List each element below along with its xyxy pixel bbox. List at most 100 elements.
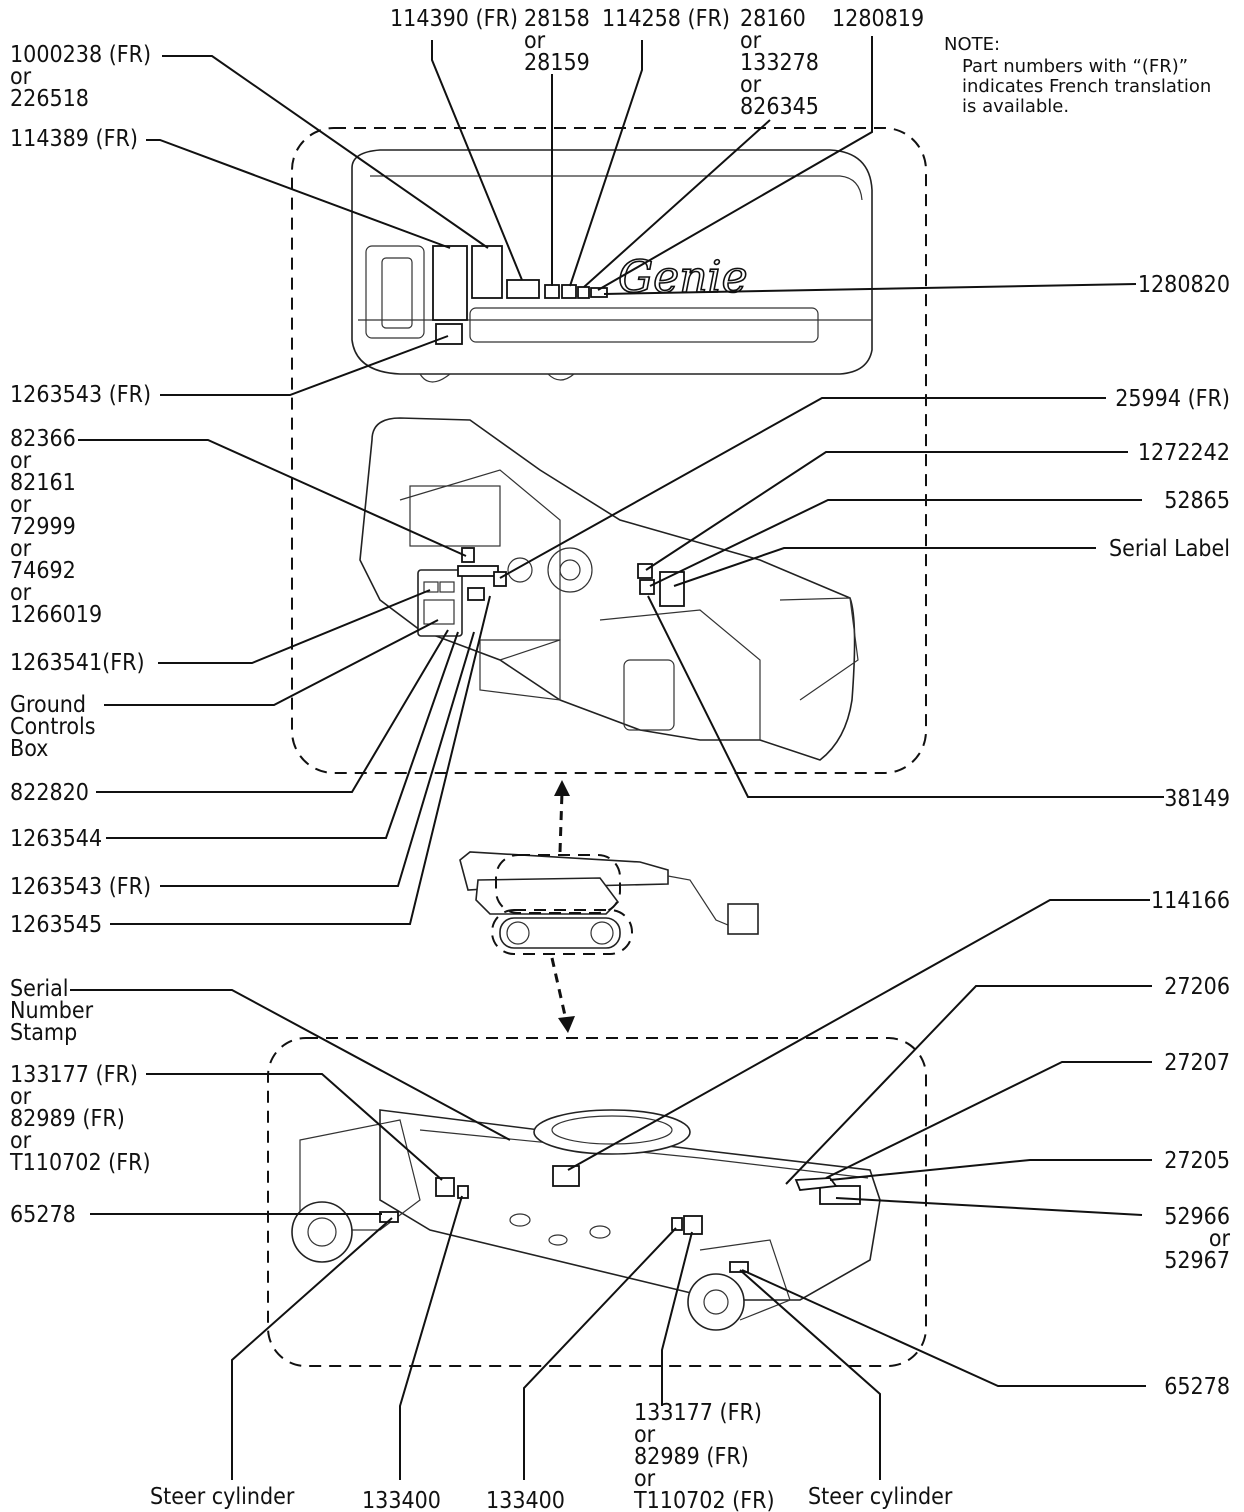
- label-ground-controls-box-line-2: Controls: [10, 714, 96, 740]
- label-1000238-line-2: or: [10, 64, 32, 90]
- note-line-1: Part numbers with “(FR)”: [962, 56, 1188, 77]
- label-133400-left: 133400: [362, 1488, 441, 1512]
- label-steer-cylinder-right: Steer cylinder: [808, 1484, 953, 1510]
- decal-114389-box: [471, 245, 503, 299]
- turntable-chassis-drawing: [359, 417, 859, 761]
- label-133177-left-line-1: 133177 (FR): [10, 1062, 138, 1088]
- label-82366-line-4: or: [10, 492, 32, 518]
- decal-1280819-box: [590, 287, 608, 298]
- decal-1272242-box: [637, 563, 653, 579]
- label-82366-line-6: or: [10, 536, 32, 562]
- label-133177-left-line-5: T110702 (FR): [9, 1150, 151, 1176]
- label-28160-line-2: or: [740, 28, 762, 54]
- label-133177-bottom-line-4: or: [634, 1466, 656, 1492]
- part-labels: 114390 (FR) 28158 or 28159 114258 (FR) 281…: [9, 6, 1230, 1512]
- label-27207-line-1: 27207: [1164, 1050, 1230, 1076]
- note-block: NOTE: Part numbers with “(FR)” indicates…: [944, 34, 1211, 117]
- label-133400-right: 133400: [486, 1488, 565, 1512]
- note-line-3: is available.: [962, 96, 1069, 117]
- label-27205: 27205: [1164, 1148, 1230, 1174]
- label-114389: 114389 (FR): [10, 126, 138, 152]
- label-serial-label: Serial Label: [1109, 536, 1230, 562]
- label-52865: 52865: [1164, 488, 1230, 514]
- label-114258-line-1: 114258 (FR): [602, 6, 730, 32]
- label-1263543-lower: 1263543 (FR): [10, 874, 151, 900]
- decal-133177-right-box: [683, 1215, 703, 1235]
- decal-52966-box: [819, 1185, 861, 1205]
- label-27207: 27207: [1164, 1050, 1230, 1076]
- turntable-cover-drawing: Genie: [351, 149, 873, 383]
- label-1263543-lower-line-1: 1263543 (FR): [10, 874, 151, 900]
- label-steer-cylinder-right-line-1: Steer cylinder: [808, 1484, 953, 1510]
- label-114166-line-1: 114166: [1151, 888, 1230, 914]
- decal-114390-box: [506, 279, 540, 299]
- label-1280819: 1280819: [832, 6, 924, 32]
- label-65278-left-line-1: 65278: [10, 1202, 76, 1228]
- label-serial-number-stamp-line-3: Stamp: [10, 1020, 77, 1046]
- label-65278-right-line-1: 65278: [1164, 1374, 1230, 1400]
- label-133177-bottom-line-2: or: [634, 1422, 656, 1448]
- decal-25994-box: [493, 571, 507, 587]
- label-114258: 114258 (FR): [602, 6, 730, 32]
- label-82366-line-5: 72999: [10, 514, 76, 540]
- label-1263543-upper-line-1: 1263543 (FR): [10, 382, 151, 408]
- decal-133400-left-box: [457, 1185, 469, 1199]
- label-serial-number-stamp-line-2: Number: [10, 998, 94, 1024]
- decal-133400-right-box: [671, 1217, 683, 1231]
- label-114166: 114166: [1151, 888, 1230, 914]
- label-28158-line-3: 28159: [524, 50, 590, 76]
- label-38149: 38149: [1164, 786, 1230, 812]
- genie-logo: Genie: [618, 252, 748, 303]
- label-1263543-upper: 1263543 (FR): [10, 382, 151, 408]
- note-line-2: indicates French translation: [962, 76, 1211, 97]
- label-822820: 822820: [10, 780, 89, 806]
- label-133177-left-line-3: 82989 (FR): [10, 1106, 125, 1132]
- label-1272242-line-1: 1272242: [1138, 440, 1230, 466]
- label-steer-cylinder-left-line-1: Steer cylinder: [150, 1484, 295, 1510]
- label-27205-line-1: 27205: [1164, 1148, 1230, 1174]
- ground-controls-box-drawing: [417, 569, 463, 637]
- decal-65278-right-box: [729, 1261, 749, 1273]
- decal-114258-box: [561, 284, 577, 299]
- label-1000238-line-3: 226518: [10, 86, 89, 112]
- label-1263541: 1263541(FR): [10, 650, 145, 676]
- label-25994: 25994 (FR): [1115, 386, 1230, 412]
- serial-label-box: [659, 571, 685, 607]
- label-133400-left-line-1: 133400: [362, 1488, 441, 1512]
- note-heading: NOTE:: [944, 34, 1000, 55]
- decal-1263543-cover-box: [435, 323, 463, 345]
- label-133177-bottom-line-5: T110702 (FR): [633, 1488, 775, 1512]
- label-82366-line-8: or: [10, 580, 32, 606]
- label-52966-line-1: 52966: [1164, 1204, 1230, 1230]
- label-28160-line-1: 28160: [740, 6, 806, 32]
- label-82366-line-9: 1266019: [10, 602, 102, 628]
- machine-overview-drawing: [459, 780, 759, 1033]
- label-1280820: 1280820: [1138, 272, 1230, 298]
- label-serial-number-stamp-line-1: Serial: [10, 976, 69, 1002]
- leader-lines: [70, 36, 1164, 1480]
- label-ground-controls-box-line-1: Ground: [10, 692, 86, 718]
- label-133400-right-line-1: 133400: [486, 1488, 565, 1512]
- label-133177-bottom-line-3: 82989 (FR): [634, 1444, 749, 1470]
- label-65278-left: 65278: [10, 1202, 76, 1228]
- label-28160-line-5: 826345: [740, 94, 819, 120]
- label-52966-line-3: 52967: [1164, 1248, 1230, 1274]
- label-82366-line-2: or: [10, 448, 32, 474]
- label-1263541-line-1: 1263541(FR): [10, 650, 145, 676]
- decal-28158-box: [544, 284, 560, 299]
- decal-28160-box: [577, 286, 590, 299]
- label-28160-line-4: or: [740, 72, 762, 98]
- label-133177-bottom-line-1: 133177 (FR): [634, 1400, 762, 1426]
- label-114390-line-1: 114390 (FR): [390, 6, 518, 32]
- decal-27205-box: [794, 1177, 838, 1191]
- label-1280819-line-1: 1280819: [832, 6, 924, 32]
- decal-1263543-chassis-box: [457, 565, 499, 577]
- label-28158-line-1: 28158: [524, 6, 590, 32]
- label-52865-line-1: 52865: [1164, 488, 1230, 514]
